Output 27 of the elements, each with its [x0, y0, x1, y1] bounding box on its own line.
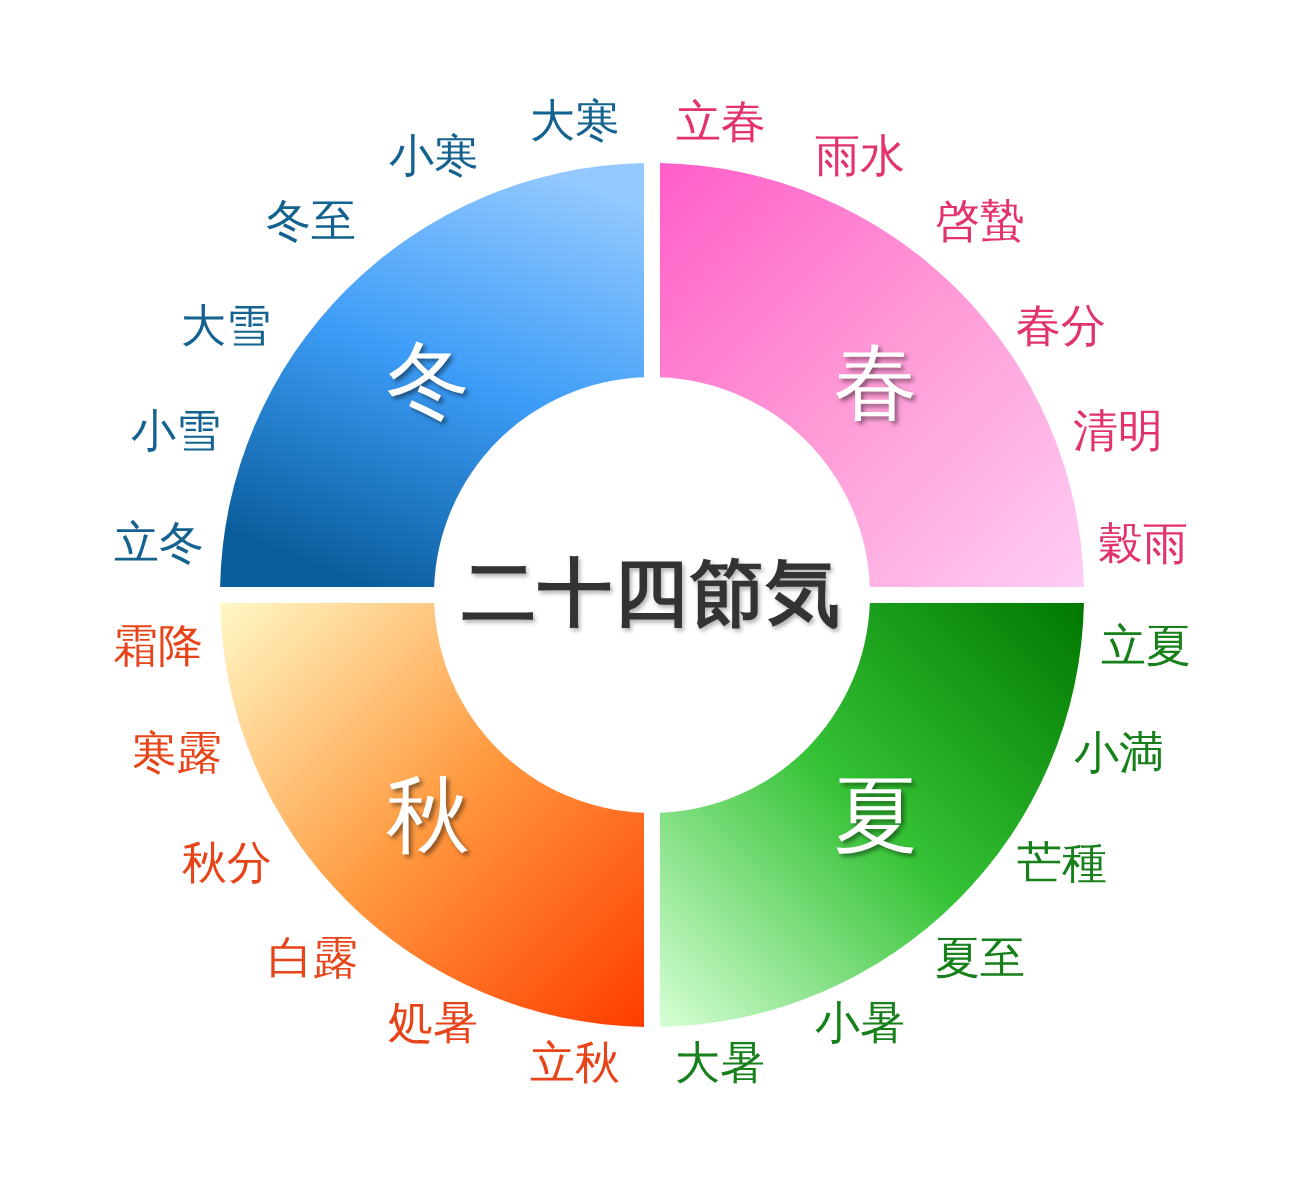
season-label: 夏 [834, 773, 918, 857]
season-label: 冬 [386, 338, 470, 422]
solar-term-label: 穀雨 [1098, 520, 1188, 566]
diagram-title: 二十四節気 [462, 555, 842, 629]
solar-term-label: 春分 [1016, 302, 1106, 348]
solar-term-label: 処暑 [388, 999, 478, 1045]
solar-term-label: 小満 [1074, 729, 1164, 775]
season-label: 秋 [386, 773, 470, 857]
solar-term-label: 芒種 [1017, 839, 1107, 885]
solar-term-label: 立秋 [530, 1039, 620, 1085]
solar-term-label: 白露 [268, 934, 358, 980]
solar-term-label: 大暑 [675, 1039, 765, 1085]
solar-term-label: 夏至 [935, 934, 1025, 980]
solar-term-label: 雨水 [815, 132, 905, 178]
solar-term-label: 小暑 [815, 999, 905, 1045]
solar-term-label: 小寒 [389, 132, 479, 178]
solar-term-label: 霜降 [113, 622, 203, 668]
solar-term-label: 立冬 [114, 519, 204, 565]
solar-term-label: 秋分 [182, 839, 272, 885]
solar-term-label: 冬至 [266, 197, 356, 243]
solar-term-label: 立春 [676, 98, 766, 144]
solar-term-label: 清明 [1073, 407, 1163, 453]
solar-term-label: 大寒 [530, 97, 620, 143]
solar-term-label: 啓蟄 [935, 197, 1025, 243]
season-label: 春 [834, 340, 918, 424]
solar-term-label: 立夏 [1101, 622, 1191, 668]
solar-term-label: 大雪 [181, 302, 271, 348]
